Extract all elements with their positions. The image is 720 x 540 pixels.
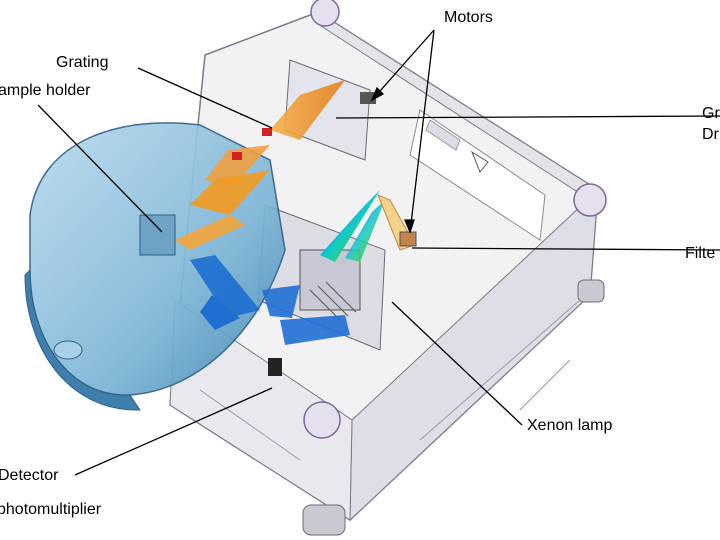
gr-label: Gr [702,106,720,122]
filter-label: Filte [685,246,715,262]
dr-label: Dr [702,127,719,143]
sample-holder-label: ample holder [0,83,91,99]
motors-label: Motors [444,10,493,26]
xenon-lamp-label: Xenon lamp [527,418,612,434]
detector-label: Detector [0,468,58,484]
photomultiplier-label: photomultiplier [0,502,101,518]
detector-component [268,358,282,376]
grating-label: Grating [56,55,108,71]
